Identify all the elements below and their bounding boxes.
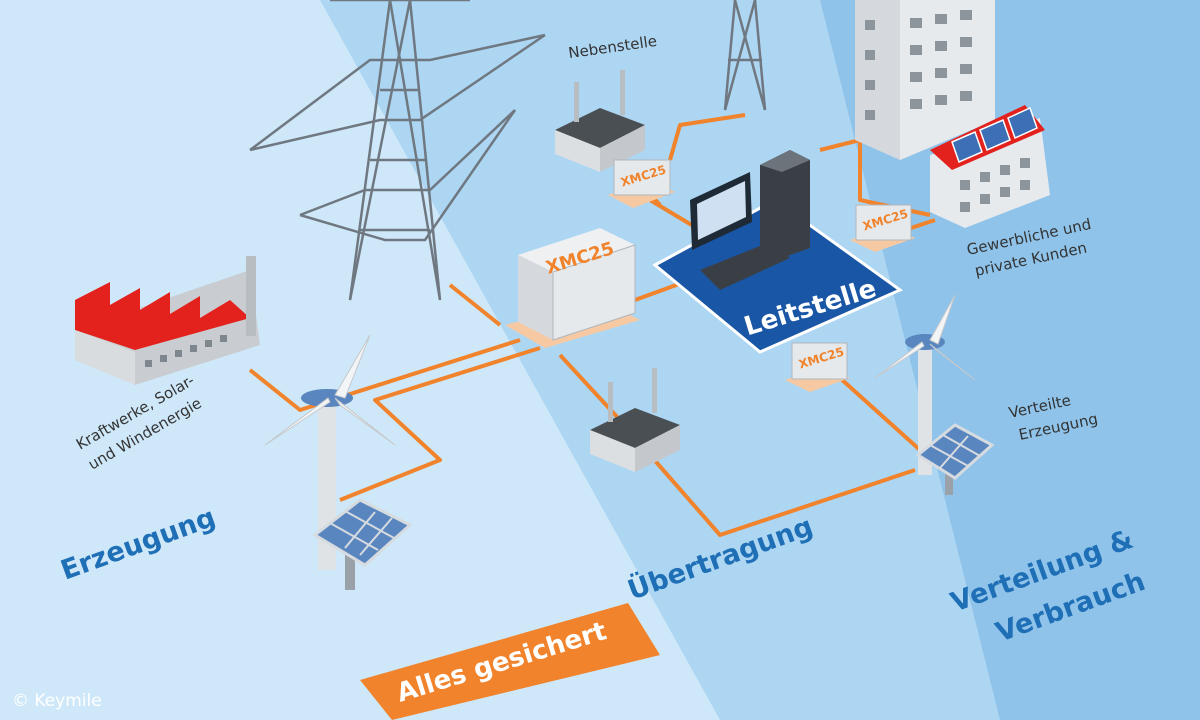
distributed-solar-panel-icon (915, 423, 995, 495)
xmc25-unit-verteilte: XMC25 (785, 342, 850, 392)
house-solar-roof-icon (930, 105, 1050, 228)
substation-router-icon (590, 368, 680, 472)
solar-panel-icon (312, 498, 413, 590)
roof-solar-panels (951, 106, 1038, 164)
link-factory-to-hub (248, 338, 521, 412)
xmc25-unit-kunden: XMC25 (850, 204, 915, 252)
antenna (608, 382, 613, 422)
xmc25-main-unit: XMC25 (505, 228, 640, 348)
leitstelle-control-center: Leitstelle (652, 150, 904, 354)
link-wind-to-hub (339, 346, 541, 502)
chimney (246, 256, 256, 336)
link-xmc-to-tower (668, 113, 746, 161)
distributed-wind-turbine-icon (874, 294, 976, 475)
apartment-building-icon (855, 0, 995, 160)
transmission-tower-large (249, 0, 546, 301)
xmc25-unit-nebenstelle: XMC25 (608, 159, 675, 208)
computer-tower-icon (760, 150, 810, 258)
link-xmc-to-windsolar (838, 376, 922, 452)
nebenstelle-router-icon (555, 70, 645, 172)
transmission-tower-small (723, 0, 767, 111)
factory-icon (75, 256, 260, 385)
link-tower-to-hub (448, 283, 502, 327)
copyright-label: © Keymile (12, 691, 102, 711)
keyboard-icon (700, 242, 790, 290)
link-substation-to-distributed (648, 453, 916, 537)
antenna (652, 368, 657, 413)
antenna (620, 70, 625, 115)
antenna (574, 82, 579, 122)
